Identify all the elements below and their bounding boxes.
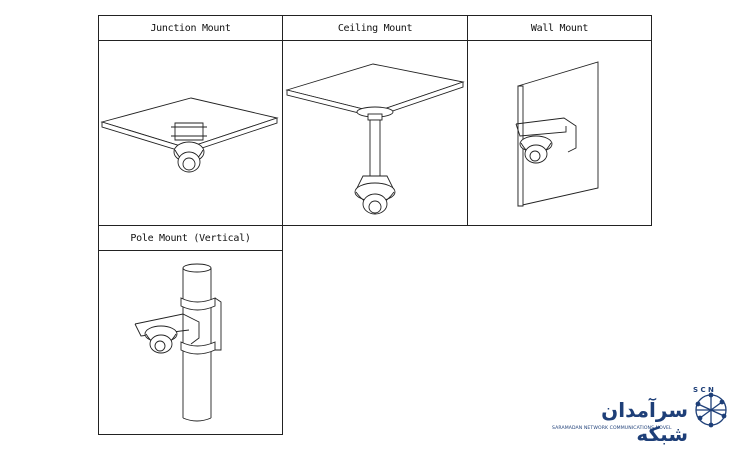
- ceiling-mount-title: Ceiling Mount: [283, 16, 467, 41]
- junction-mount-title: Junction Mount: [99, 16, 282, 41]
- logo-persian-text: سرآمدان شبکه: [601, 398, 688, 446]
- ceiling-mount-panel: Ceiling Mount: [282, 15, 468, 226]
- pole-mount-title: Pole Mount (Vertical): [99, 226, 282, 251]
- junction-mount-illustration: [100, 97, 279, 173]
- logo-english-text: SARAMADAN NETWORK COMMUNICATIONS NOVEL: [552, 426, 672, 431]
- wall-mount-title: Wall Mount: [468, 16, 651, 41]
- wall-mount-illustration: [515, 61, 599, 207]
- pole-mount-panel: Pole Mount (Vertical): [98, 225, 283, 435]
- pole-mount-illustration: [134, 263, 222, 422]
- brand-logo: سرآمدان شبکه SARAMADAN NETWORK COMMUNICA…: [548, 378, 738, 446]
- network-globe-icon: S C N: [693, 386, 727, 428]
- junction-mount-panel: Junction Mount: [98, 15, 283, 226]
- emblem-letters: S C N: [693, 386, 714, 394]
- wall-mount-panel: Wall Mount: [467, 15, 652, 226]
- ceiling-mount-illustration: [285, 63, 465, 215]
